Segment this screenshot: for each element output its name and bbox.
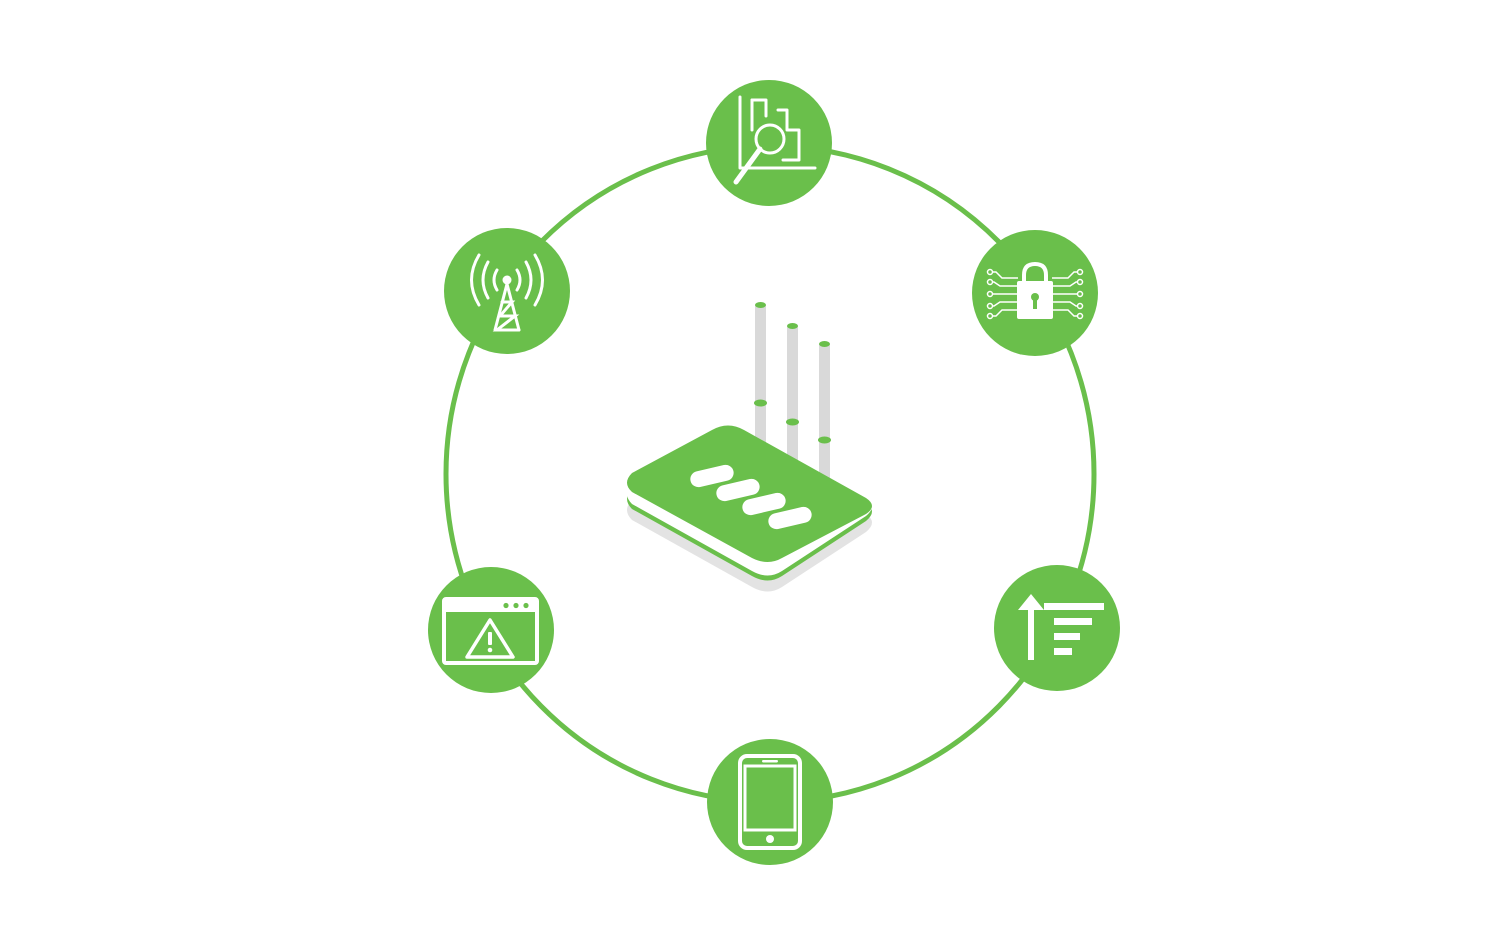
router-vents [690, 464, 812, 530]
node-lower-right [994, 565, 1120, 691]
node-upper-right [972, 230, 1098, 356]
node-upper-left [444, 228, 570, 354]
browser-warning-icon [442, 597, 539, 665]
chart-search-icon [733, 95, 817, 185]
node-top [706, 80, 832, 206]
smartphone-icon [738, 754, 802, 850]
node-bottom [707, 739, 833, 865]
router-antenna [818, 341, 831, 482]
broadcast-tower-icon [470, 253, 544, 332]
wireless-router-icon [627, 302, 872, 592]
node-lower-left [428, 567, 554, 693]
circuit-lock-icon [986, 261, 1084, 320]
router-antenna [754, 302, 767, 450]
sort-ascending-icon [1018, 594, 1104, 660]
router-antenna [786, 323, 799, 466]
